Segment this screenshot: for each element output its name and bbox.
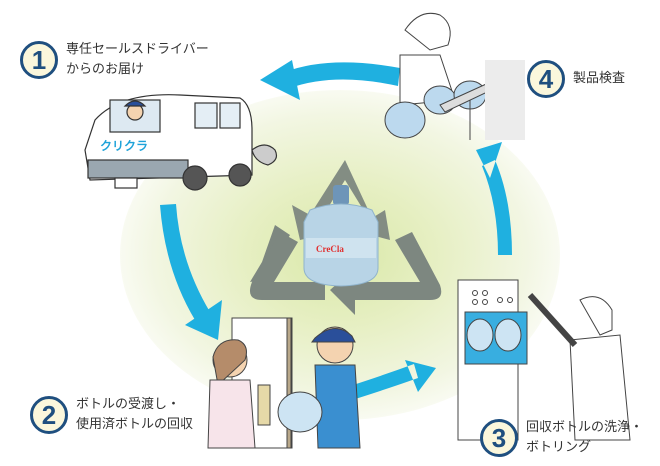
step-2-label-line2: 使用済ボトルの回収: [76, 417, 194, 432]
step-1-number-badge: 1: [20, 41, 58, 79]
arrow-2-to-3: [350, 360, 436, 400]
water-bottle-icon: CreCla: [303, 185, 379, 287]
step-1: 1 専任セールスドライバー からのお届け: [20, 40, 209, 80]
step-4: 4 製品検査: [527, 60, 625, 98]
step-3-label: 回収ボトルの洗浄・ ボトリング: [526, 418, 643, 458]
inspection-line-icon: [384, 12, 525, 140]
step-2-number-badge: 2: [30, 396, 68, 434]
van-logo-text: クリクラ: [100, 139, 148, 153]
step-3-label-line1: 回収ボトルの洗浄・: [526, 420, 644, 435]
step-4-label: 製品検査: [573, 69, 625, 89]
step-1-label: 専任セールスドライバー からのお届け: [66, 40, 209, 80]
handover-scene-icon: [207, 317, 361, 449]
step-1-label-line1: 専任セールスドライバー: [66, 42, 209, 57]
cycle-arrows: [160, 60, 512, 400]
delivery-van-icon: [84, 94, 278, 191]
arrow-1-to-2: [160, 204, 222, 340]
step-2: 2 ボトルの受渡し・ 使用済ボトルの回収: [30, 395, 193, 435]
arrow-3-to-4: [476, 142, 512, 255]
step-4-number-badge: 4: [527, 60, 565, 98]
bottle-logo: CreCla: [316, 244, 344, 254]
bottling-machine-icon: [457, 279, 631, 441]
step-1-label-line2: からのお届け: [66, 62, 145, 77]
step-2-label: ボトルの受渡し・ 使用済ボトルの回収: [76, 395, 193, 435]
arrow-4-to-1: [260, 60, 400, 100]
step-4-label-line1: 製品検査: [573, 71, 626, 86]
step-3-number-badge: 3: [480, 419, 518, 457]
step-3-label-line2: ボトリング: [526, 440, 592, 455]
step-2-label-line1: ボトルの受渡し・: [76, 397, 181, 412]
step-3: 3 回収ボトルの洗浄・ ボトリング: [480, 418, 643, 458]
